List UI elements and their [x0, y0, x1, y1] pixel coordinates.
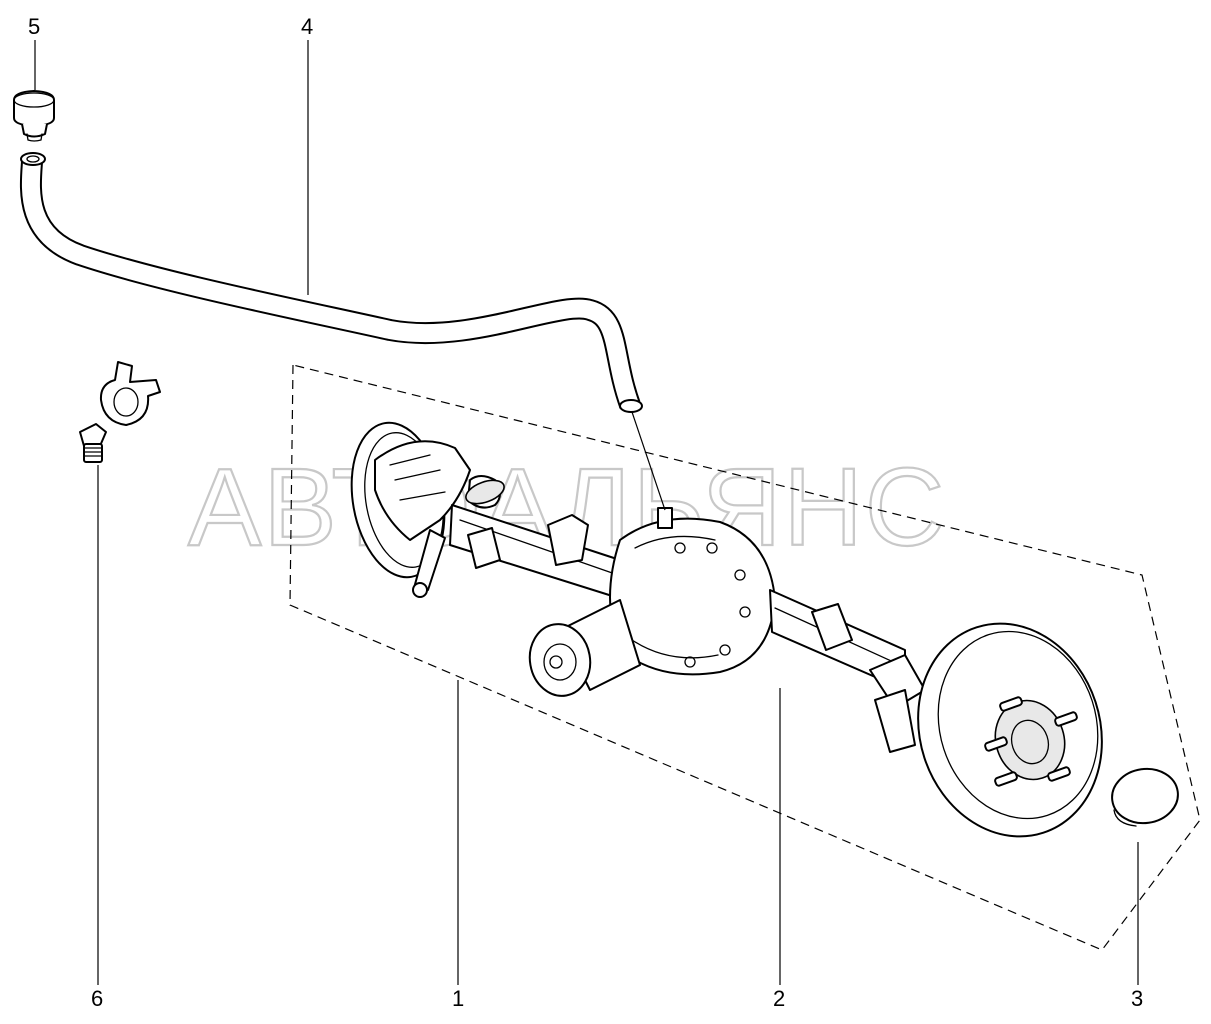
hub-cap-part-3 [1111, 767, 1179, 827]
callout-6: 6 [91, 986, 103, 1011]
wheel-studs [984, 696, 1078, 787]
callout-2: 2 [773, 986, 785, 1011]
assembly-boundary-dashed [289, 364, 1201, 951]
callout-3: 3 [1131, 986, 1143, 1011]
hose-clip-part-6 [79, 361, 161, 463]
breather-cap-part-5 [13, 90, 55, 142]
callout-4: 4 [301, 14, 313, 39]
breather-hose-part-4 [19, 152, 643, 413]
rear-axle-assembly [350, 421, 1103, 838]
callout-1: 1 [452, 986, 464, 1011]
leader-line-breather [631, 411, 666, 511]
callout-5: 5 [28, 14, 40, 39]
